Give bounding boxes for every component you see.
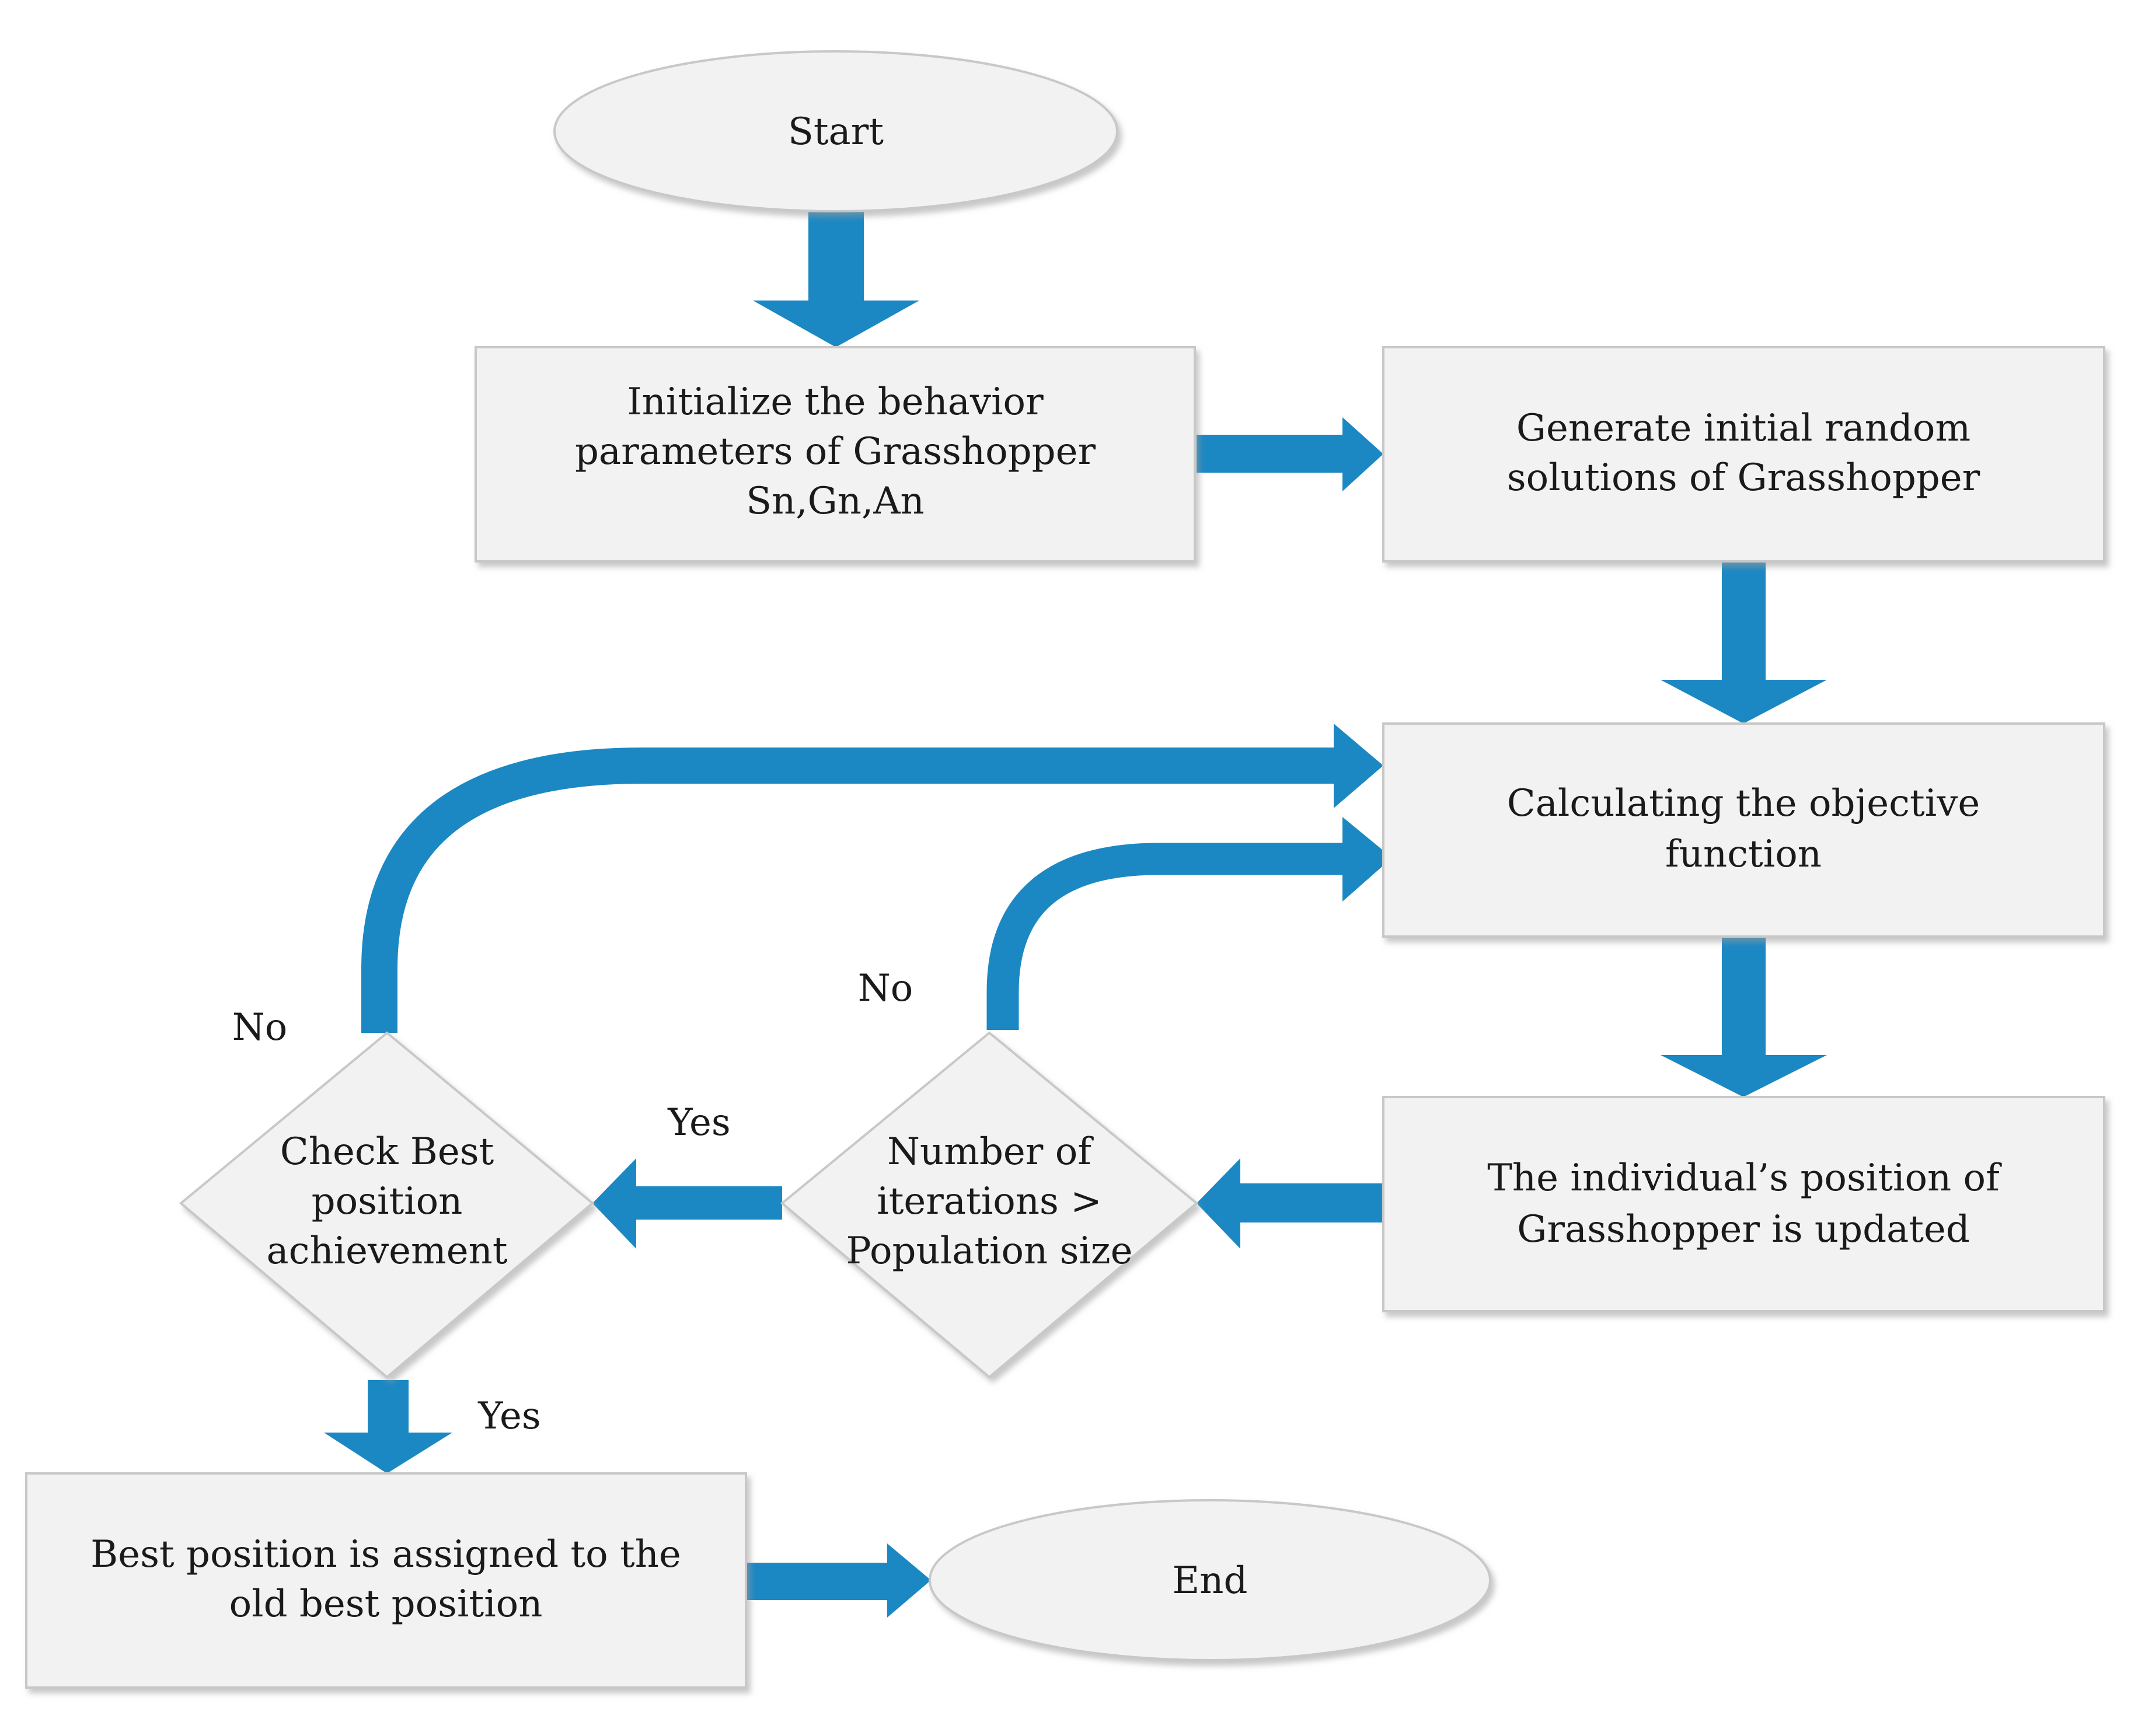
arrow-init-to-generate [1197, 417, 1383, 491]
label-yes-check: Yes [477, 1395, 540, 1438]
assign-box: Best position is assigned to the old bes… [25, 1472, 747, 1689]
arrow-assign-to-end [747, 1543, 931, 1618]
generate-line-2: solutions of Grasshopper [1507, 456, 1980, 500]
arrow-generate-to-calculate [1661, 561, 1827, 724]
loop-arrow-check-to-calculate [361, 748, 1337, 1033]
update-line-2: Grasshopper is updated [1517, 1208, 1970, 1251]
calculate-line-2: function [1665, 833, 1822, 876]
arrowhead-loop-inner [1342, 817, 1392, 902]
init-line-1: Initialize the behavior [627, 380, 1044, 424]
arrow-calculate-to-update [1661, 937, 1827, 1097]
init-line-3: Sn,Gn,An [746, 480, 925, 523]
start-label: Start [788, 110, 884, 153]
arrowhead-loop-outer [1334, 724, 1383, 808]
loop-arrow-iterations-to-calculate [986, 843, 1345, 1030]
calculate-line-1: Calculating the objective [1507, 782, 1980, 825]
start-node: Start [553, 50, 1118, 212]
update-box: The individual’s position of Grasshopper… [1382, 1096, 2105, 1312]
init-line-2: parameters of Grasshopper [575, 430, 1096, 473]
calculate-box: Calculating the objective function [1382, 722, 2105, 938]
check-line-1: Check Best [280, 1130, 494, 1173]
end-label: End [1173, 1559, 1248, 1602]
check-decision: Check Best position achievement [179, 1031, 595, 1379]
arrow-start-to-init [753, 211, 919, 347]
assign-line-1: Best position is assigned to the [90, 1533, 681, 1576]
arrow-iterations-to-check [592, 1158, 782, 1249]
end-node: End [929, 1499, 1491, 1661]
init-box: Initialize the behavior parameters of Gr… [475, 346, 1196, 563]
iterations-line-2: iterations > [877, 1180, 1102, 1223]
assign-line-2: old best position [229, 1583, 543, 1626]
arrow-check-to-assign [324, 1380, 452, 1473]
label-no-check: No [232, 1006, 288, 1049]
check-line-3: achievement [266, 1229, 507, 1273]
arrow-update-to-iterations [1197, 1158, 1386, 1249]
check-line-2: position [312, 1180, 463, 1223]
label-yes-iterations: Yes [667, 1101, 730, 1144]
generate-line-1: Generate initial random [1516, 407, 1970, 450]
generate-box: Generate initial random solutions of Gra… [1382, 346, 2105, 563]
iterations-decision: Number of iterations > Population size [780, 1031, 1199, 1379]
update-line-1: The individual’s position of [1487, 1157, 2002, 1200]
iterations-line-3: Population size [846, 1229, 1133, 1273]
iterations-line-1: Number of [887, 1130, 1094, 1173]
label-no-iterations: No [858, 967, 913, 1010]
